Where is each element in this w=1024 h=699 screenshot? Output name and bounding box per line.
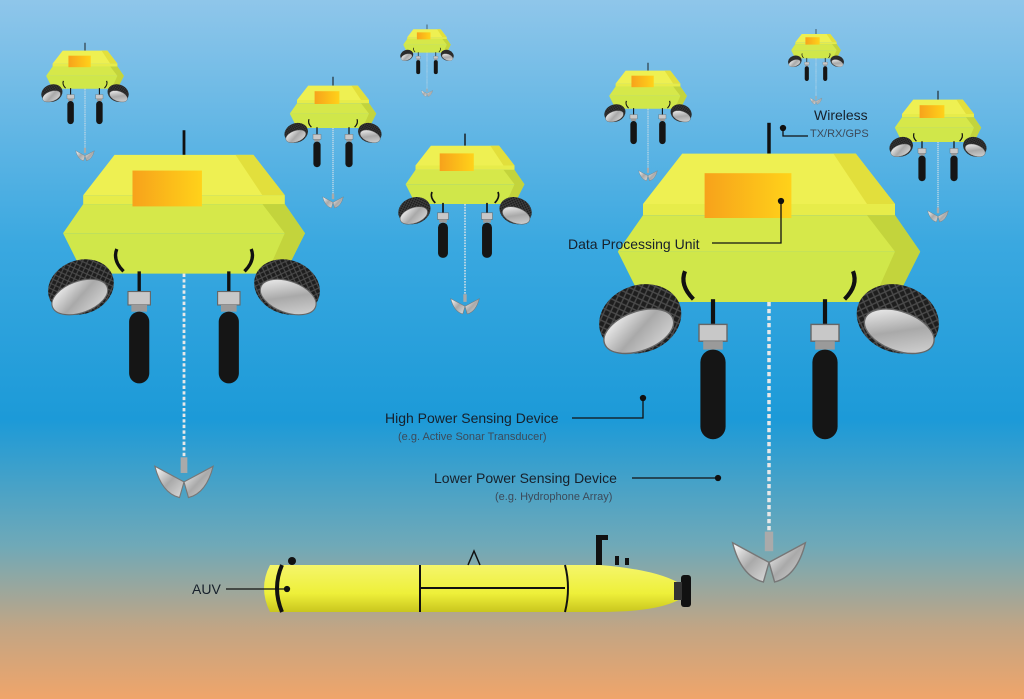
callout-lines	[226, 124, 808, 593]
lower-power-sensing-sub-label: (e.g. Hydrophone Array)	[495, 491, 613, 503]
wireless-label: Wireless	[814, 107, 868, 123]
auv-icon	[264, 535, 691, 613]
lower-power-sensing-label: Lower Power Sensing Device	[434, 470, 617, 486]
high-power-sensing-sub-label: (e.g. Active Sonar Transducer)	[398, 431, 547, 443]
data-processing-unit-label: Data Processing Unit	[568, 236, 700, 252]
high-power-sensing-label: High Power Sensing Device	[385, 410, 559, 426]
wireless-sub-label: TX/RX/GPS	[810, 128, 869, 140]
auv-label: AUV	[192, 581, 221, 597]
